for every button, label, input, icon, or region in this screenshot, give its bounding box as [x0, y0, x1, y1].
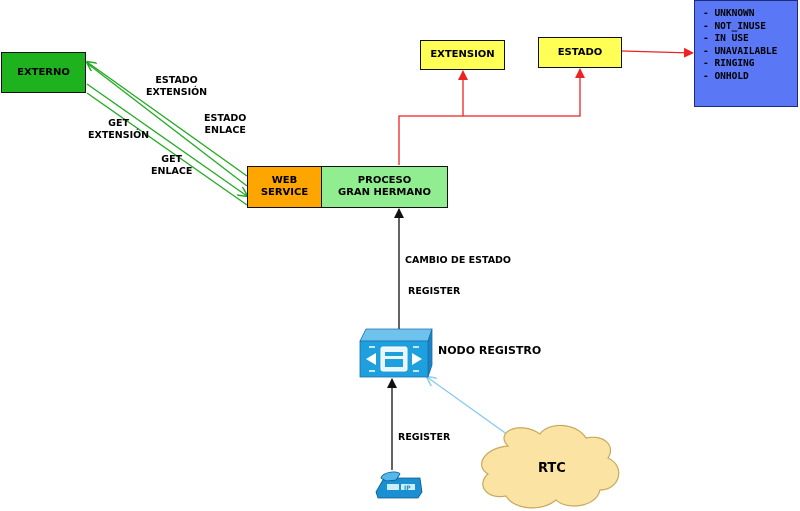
- web-service-node: WEB SERVICE: [247, 166, 322, 208]
- externo-node: EXTERNO: [1, 52, 86, 93]
- rtc-label: RTC: [538, 461, 566, 476]
- arrow-estado-extension: [87, 62, 248, 177]
- label-get-enlace: GET ENLACE: [151, 154, 193, 177]
- arrow-get-extension: [86, 83, 247, 196]
- label-cambio-de-estado: CAMBIO DE ESTADO: [405, 255, 512, 266]
- state-item: - UNAVAILABLE: [703, 45, 778, 57]
- nodo-registro-label: NODO REGISTRO: [438, 344, 542, 357]
- extension-node: EXTENSION: [420, 40, 505, 70]
- arrow-proceso-to-extension: [398, 70, 468, 165]
- label-get-extension: GET EXTENSIÓN: [88, 118, 150, 141]
- label-estado-extension: ESTADO EXTENSIÓN: [146, 75, 208, 98]
- ip-phone-icon: IP: [375, 471, 423, 499]
- state-item: - NOT_INUSE: [703, 20, 766, 32]
- label-estado-enlace: ESTADO ENLACE: [204, 113, 247, 136]
- states-list: - UNKNOWN - NOT_INUSE - IN USE - UNAVAIL…: [694, 0, 798, 107]
- estado-node: ESTADO: [538, 37, 622, 68]
- proceso-gran-hermano-node: PROCESO GRAN HERMANO: [321, 166, 448, 208]
- arrow-proceso-to-estado: [463, 68, 585, 117]
- arrow-estado-enlace: [87, 63, 248, 187]
- arrow-rtc-to-nodo: [427, 377, 516, 441]
- state-item: - ONHOLD: [703, 70, 749, 82]
- rtc-cloud-shape: [481, 424, 620, 509]
- state-item: - RINGING: [703, 58, 755, 69]
- label-register-top: REGISTER: [408, 286, 461, 297]
- label-register-bottom: REGISTER: [398, 432, 451, 443]
- arrow-get-enlace: [86, 92, 248, 206]
- ip-badge-text: IP: [404, 485, 411, 492]
- state-item: - UNKNOWN: [703, 8, 755, 19]
- arrow-estado-to-states: [621, 47, 694, 58]
- state-item: - IN USE: [703, 33, 749, 44]
- registrar-node-icon: [359, 328, 433, 378]
